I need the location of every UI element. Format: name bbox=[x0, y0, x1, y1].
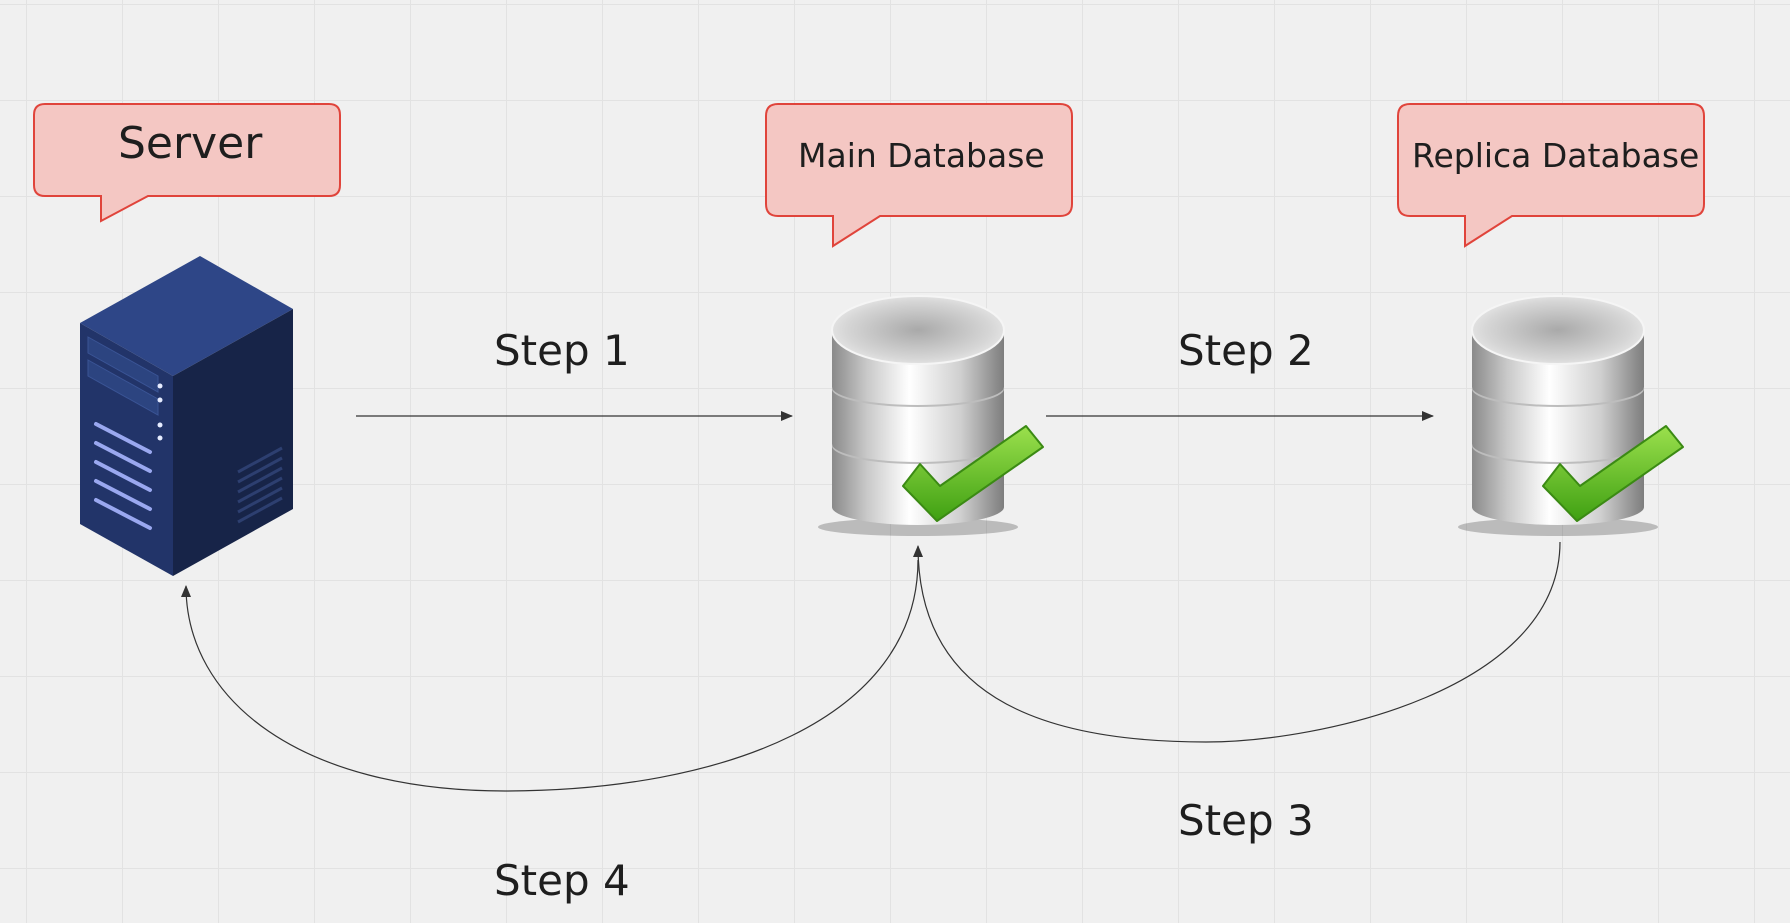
server-icon bbox=[80, 256, 293, 576]
replica-database-label: Replica Database bbox=[1412, 136, 1700, 175]
database-icon-main bbox=[818, 295, 1018, 536]
checkmark-icon-replica bbox=[1542, 425, 1684, 522]
speech-bubble-server bbox=[33, 103, 341, 223]
speech-bubble-replica-database bbox=[1397, 103, 1705, 248]
arrow-step-4 bbox=[181, 559, 919, 792]
step-4-label: Step 4 bbox=[494, 856, 630, 905]
step-2-label: Step 2 bbox=[1178, 326, 1314, 375]
step-1-label: Step 1 bbox=[494, 326, 630, 375]
main-database-label: Main Database bbox=[798, 136, 1045, 175]
server-label: Server bbox=[118, 118, 263, 169]
step-3-label: Step 3 bbox=[1178, 796, 1314, 845]
speech-bubble-main-database bbox=[765, 103, 1073, 248]
arrow-step-3 bbox=[913, 541, 1561, 743]
checkmark-icon-main bbox=[902, 425, 1044, 522]
